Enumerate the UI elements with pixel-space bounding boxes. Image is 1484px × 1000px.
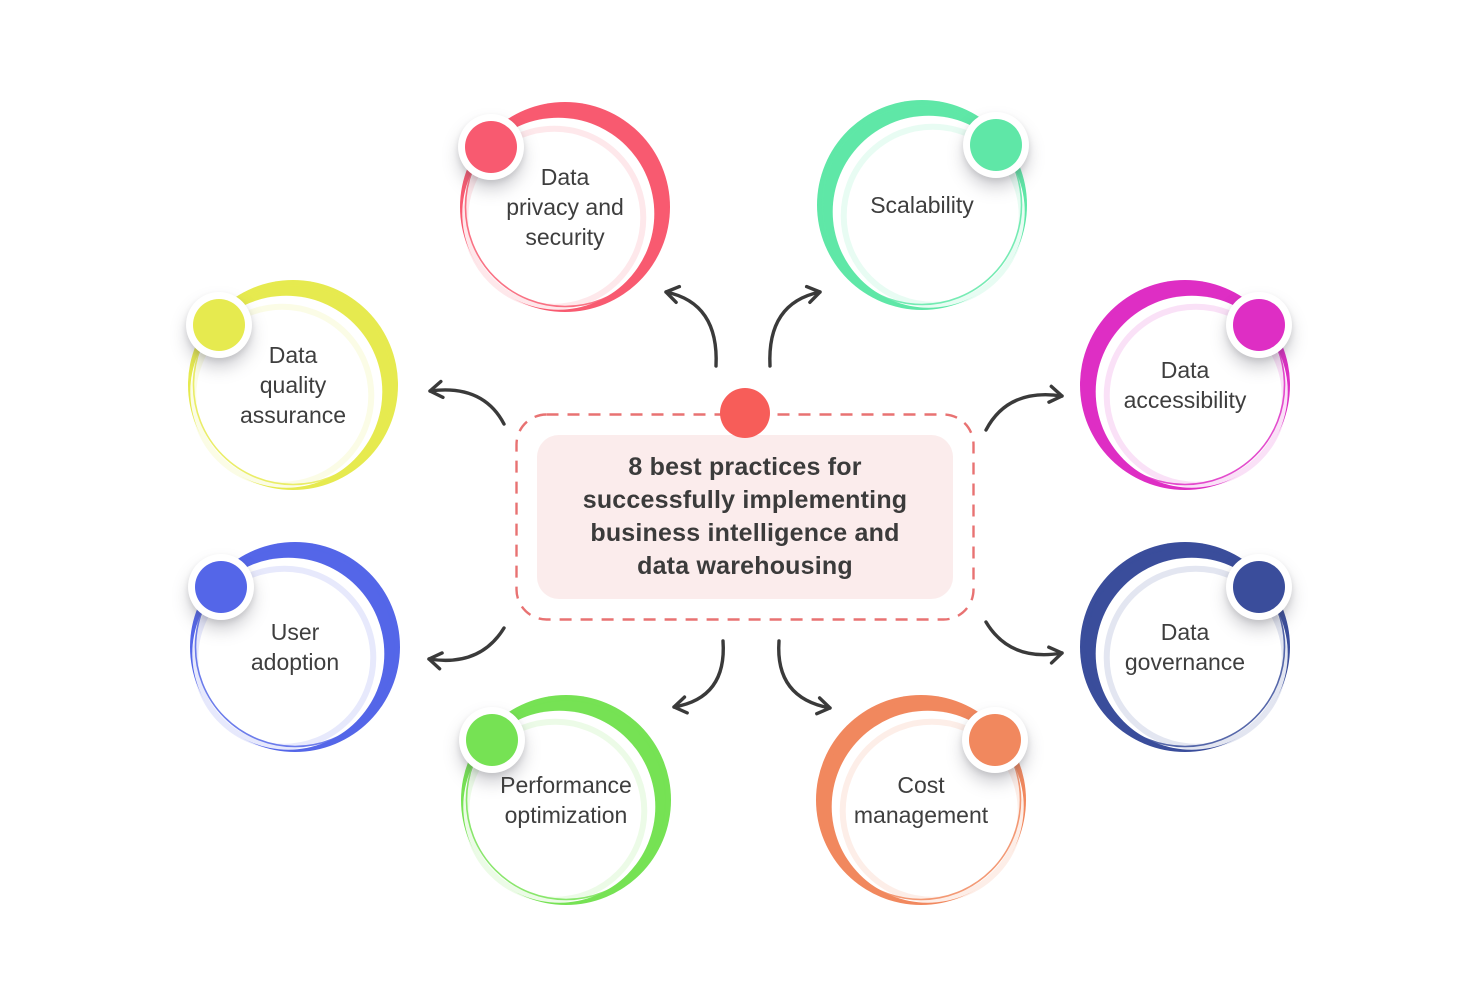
arrow-to-data-privacy-and-security [664,284,718,368]
diagram-title: 8 best practices for successfully implem… [582,453,908,580]
practice-node-data-quality-assurance: Data quality assurance [173,265,413,505]
badge-dot [186,292,252,358]
practice-label-scalability: Scalability [870,192,974,218]
badge-dot [962,707,1028,773]
arrow-to-data-accessibility [984,384,1064,432]
practice-node-cost-management: Cost management [801,680,1041,920]
badge-dot [1226,554,1292,620]
arrow-to-data-quality-assurance [428,379,506,426]
center-fill: 8 best practices for successfully implem… [537,435,953,599]
arrow-to-scalability [768,284,822,368]
badge-dot-inner [970,119,1022,171]
practice-label-user-adoption: User adoption [250,619,340,675]
practice-node-data-privacy-and-security: Data privacy and security [445,87,685,327]
practice-label-performance-optimization: Performance optimization [500,772,632,828]
practice-label-data-governance: Data governance [1124,619,1246,675]
badge-dot-inner [193,299,245,351]
badge-dot-inner [466,714,518,766]
practice-node-data-accessibility: Data accessibility [1065,265,1305,505]
practice-node-scalability: Scalability [802,85,1042,325]
practice-label-data-accessibility: Data accessibility [1123,357,1247,413]
practice-label-cost-management: Cost management [853,772,989,828]
center-dot [720,388,770,438]
badge-dot-inner [1233,561,1285,613]
badge-dot [963,112,1029,178]
badge-dot-inner [465,121,517,173]
practice-node-performance-optimization: Performance optimization [446,680,686,920]
arrow-to-data-governance [984,620,1064,665]
badge-dot [1226,292,1292,358]
practice-node-data-governance: Data governance [1065,527,1305,767]
badge-dot [188,554,254,620]
arrow-group [427,284,1064,716]
badge-dot [458,114,524,180]
badge-dot-inner [969,714,1021,766]
badge-dot [459,707,525,773]
badge-dot-inner [195,561,247,613]
arrow-to-cost-management [777,639,832,716]
practice-label-data-privacy-and-security: Data privacy and security [506,164,624,250]
badge-dot-inner [1233,299,1285,351]
arrow-to-user-adoption [427,626,506,671]
practice-label-data-quality-assurance: Data quality assurance [239,342,347,428]
practice-node-user-adoption: User adoption [175,527,415,767]
center-callout: 8 best practices for successfully implem… [515,388,975,621]
arrow-to-performance-optimization [672,639,725,715]
